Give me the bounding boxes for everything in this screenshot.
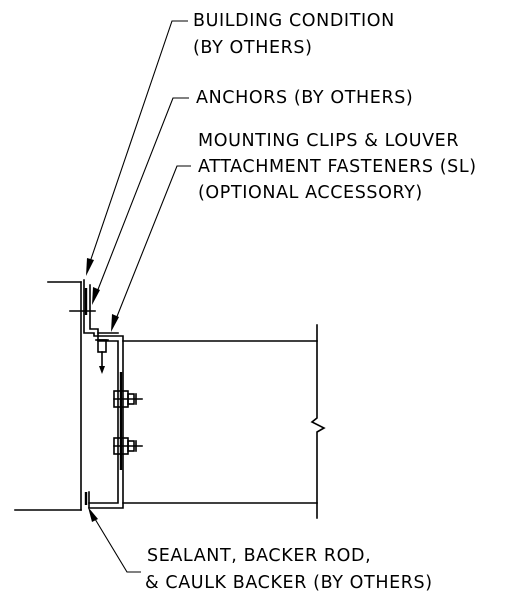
leader-anchors [92, 97, 189, 305]
callout-mounting-clips-line2: ATTACHMENT FASTENERS (SL) [198, 157, 477, 177]
callout-anchors: ANCHORS (BY OTHERS) [196, 88, 413, 108]
callout-building-condition-line2: (BY OTHERS) [193, 38, 313, 58]
bolt-lower [113, 437, 143, 455]
building-wall [14, 281, 96, 511]
callout-mounting-clips: MOUNTING CLIPS & LOUVER ATTACHMENT FASTE… [198, 131, 477, 203]
arrowhead [111, 314, 119, 332]
arrowhead [88, 507, 98, 522]
arrowhead [86, 258, 94, 276]
callout-sealant-line2: & CAULK BACKER (BY OTHERS) [145, 573, 433, 593]
callout-building-condition: BUILDING CONDITION (BY OTHERS) [193, 11, 395, 58]
break-line [310, 324, 326, 519]
callout-building-condition-line1: BUILDING CONDITION [193, 11, 395, 31]
callout-mounting-clips-line3: (OPTIONAL ACCESSORY) [198, 183, 423, 203]
louver-attachment-fasteners [113, 372, 143, 470]
arrowhead [92, 287, 100, 305]
callout-anchors-line1: ANCHORS (BY OTHERS) [196, 88, 413, 108]
leader-mounting-clips [111, 165, 191, 332]
callout-mounting-clips-line1: MOUNTING CLIPS & LOUVER [198, 131, 459, 151]
leader-sealant [88, 507, 141, 573]
callout-sealant: SEALANT, BACKER ROD, & CAULK BACKER (BY … [145, 546, 433, 593]
bolt-upper [113, 390, 143, 408]
callout-sealant-line1: SEALANT, BACKER ROD, [147, 546, 371, 566]
louver-frame [83, 279, 318, 509]
anchor-fastener [95, 339, 109, 374]
leader-building-condition [86, 20, 188, 276]
